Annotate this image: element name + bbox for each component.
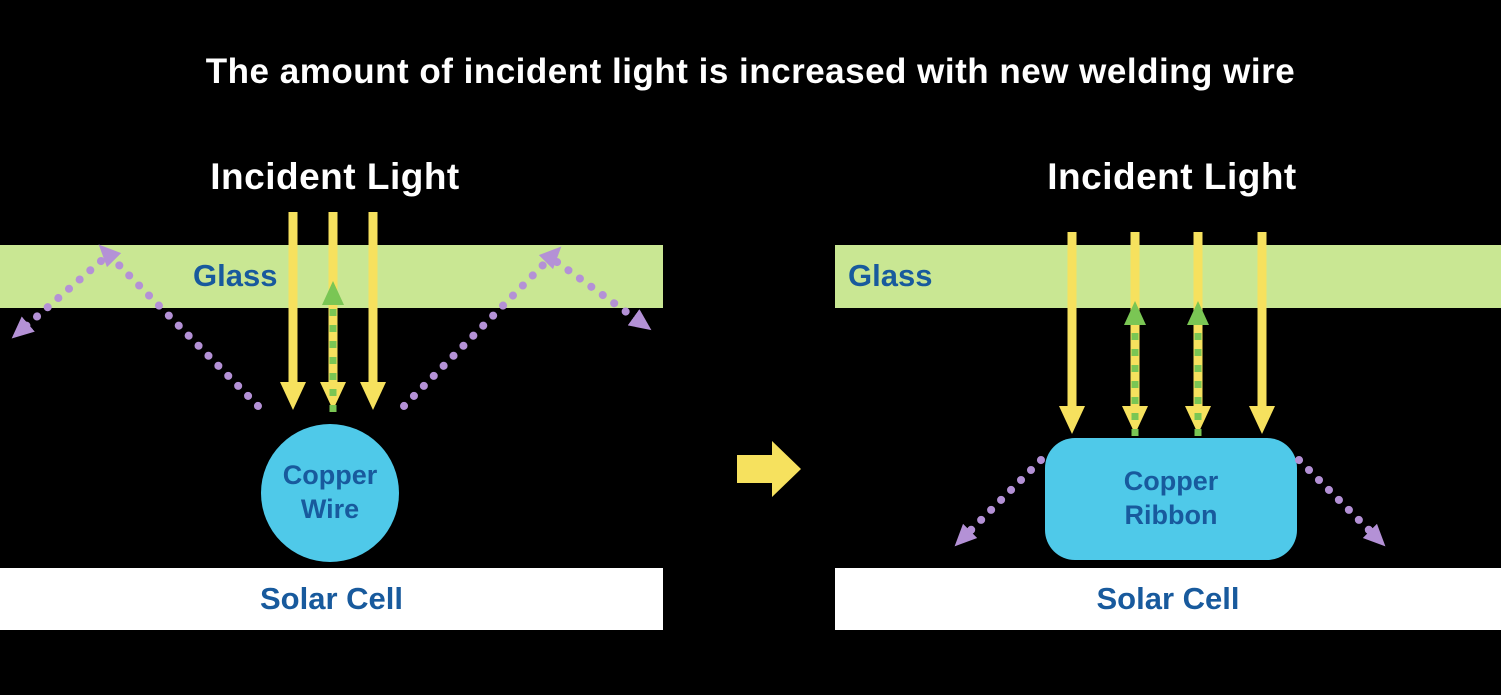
glass-label-left: Glass (193, 258, 278, 293)
copper-wire-label-line1: Copper (282, 460, 378, 491)
solar-cell-band-left: Solar Cell (0, 568, 663, 630)
copper-wire-label-line2: Wire (300, 494, 360, 524)
copper-ribbon-label-line1: Copper (1123, 466, 1219, 497)
incident-light-label-right: Incident Light (1047, 156, 1297, 197)
transmitted-light-arrows-right (1124, 301, 1209, 436)
copper-ribbon: Copper Ribbon (1045, 438, 1297, 560)
transition-arrow (737, 441, 801, 497)
glass-band-right (835, 245, 1501, 308)
copper-wire: Copper Wire (261, 424, 399, 562)
solar-cell-band-right: Solar Cell (835, 568, 1501, 630)
solar-cell-label-left: Solar Cell (260, 581, 403, 616)
reflected-light-ray (954, 456, 1045, 547)
glass-band-left (0, 245, 663, 308)
copper-ribbon-label-line2: Ribbon (1124, 500, 1218, 530)
solar-cell-label-right: Solar Cell (1096, 581, 1240, 616)
reflected-light-ray (1295, 456, 1386, 547)
diagram-title: The amount of incident light is increase… (205, 52, 1296, 91)
glass-label-right: Glass (848, 258, 933, 293)
incident-light-label-left: Incident Light (210, 156, 460, 197)
